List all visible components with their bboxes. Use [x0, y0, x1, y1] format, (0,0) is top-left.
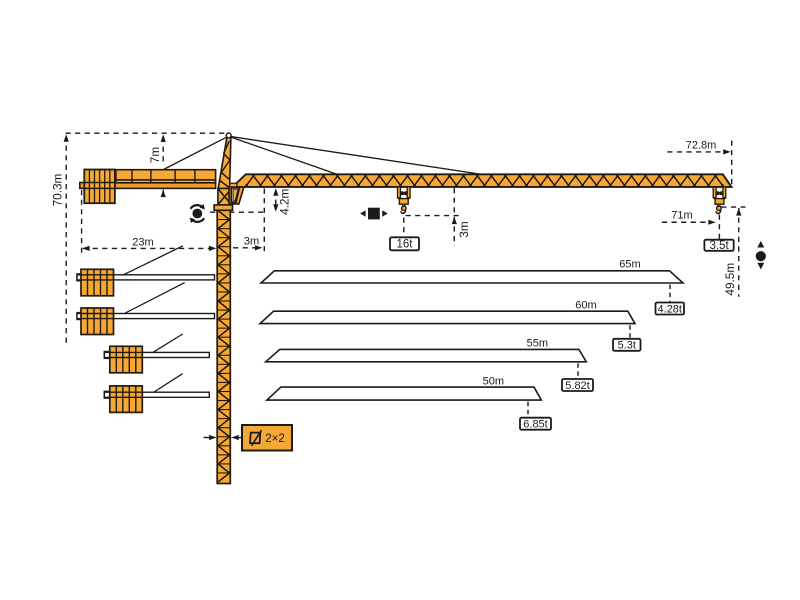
- svg-text:4.2m: 4.2m: [278, 189, 292, 215]
- svg-text:3.5t: 3.5t: [709, 240, 729, 252]
- svg-text:71m: 71m: [671, 210, 692, 222]
- svg-text:16t: 16t: [397, 239, 414, 251]
- svg-text:50m: 50m: [483, 376, 504, 388]
- svg-text:5.3t: 5.3t: [618, 340, 636, 352]
- svg-text:23m: 23m: [132, 236, 153, 248]
- svg-text:3m: 3m: [244, 235, 259, 247]
- svg-text:60m: 60m: [575, 299, 596, 311]
- svg-text:55m: 55m: [527, 338, 548, 350]
- svg-text:65m: 65m: [619, 259, 640, 271]
- svg-text:6.85t: 6.85t: [523, 419, 547, 431]
- svg-text:72.8m: 72.8m: [686, 139, 717, 151]
- svg-text:3m: 3m: [457, 221, 471, 238]
- svg-text:2×2: 2×2: [265, 433, 285, 445]
- svg-text:4.28t: 4.28t: [658, 303, 682, 315]
- svg-text:5.82t: 5.82t: [565, 380, 589, 392]
- svg-text:70.3m: 70.3m: [51, 173, 65, 206]
- svg-text:7m: 7m: [148, 147, 162, 164]
- svg-text:49.5m: 49.5m: [723, 263, 737, 296]
